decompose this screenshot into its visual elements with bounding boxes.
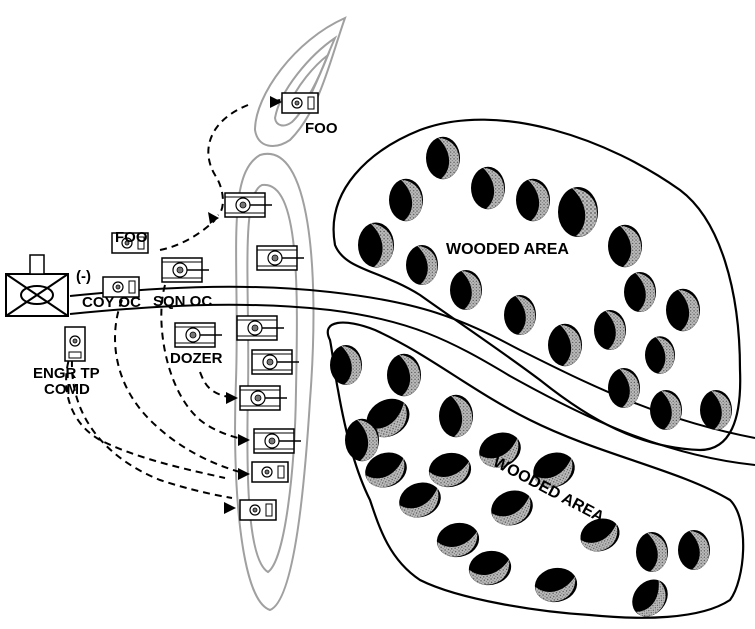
wooded-area-upper — [332, 118, 742, 452]
label-foo-top: FOO — [305, 120, 338, 137]
tracked-vehicle-icon — [281, 92, 319, 114]
tracked-vehicle-icon — [239, 385, 288, 411]
label-engr-tp: ENGR TP — [33, 365, 100, 382]
label-foo-left: FOO — [115, 229, 148, 246]
infantry-company-symbol — [5, 254, 69, 317]
tracked-vehicle-icon — [224, 192, 273, 218]
label-comd: COMD — [44, 381, 90, 398]
route-arrowheads — [208, 96, 282, 514]
tracked-vehicle-icon — [161, 257, 210, 283]
label-minus: (-) — [76, 268, 91, 285]
hill-contours — [234, 16, 347, 612]
tracked-vehicle-icon — [253, 428, 302, 454]
label-dozer: DOZER — [170, 350, 223, 367]
tracked-vehicle-icon — [256, 245, 305, 271]
tracked-vehicle-icon — [64, 326, 86, 362]
tracked-vehicle-icon — [174, 322, 223, 348]
tracked-vehicle-icon — [236, 315, 285, 341]
label-wooded-area-upper: WOODED AREA — [446, 241, 569, 258]
wooded-area-lower — [326, 321, 745, 624]
label-coy-oc: COY OC — [82, 294, 141, 311]
label-sqn-oc: SQN OC — [153, 293, 212, 310]
tracked-vehicle-icon — [251, 461, 289, 483]
tracked-vehicle-icon — [251, 349, 300, 375]
tracked-vehicle-icon — [239, 499, 277, 521]
